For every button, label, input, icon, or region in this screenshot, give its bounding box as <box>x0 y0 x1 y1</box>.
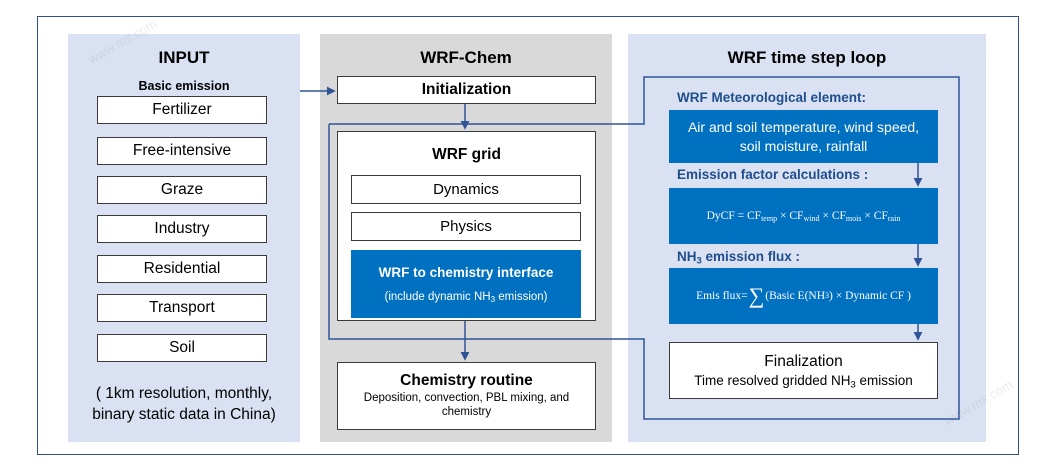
wrf-chem-title: WRF-Chem <box>420 48 512 67</box>
met-element-box: Air and soil temperature, wind speed, so… <box>669 110 938 163</box>
input-item-soil: Soil <box>97 334 267 362</box>
input-item-transport: Transport <box>97 294 267 322</box>
met-element-line1: Air and soil temperature, wind speed, <box>687 118 920 135</box>
met-element-header: WRF Meteorological element: <box>677 90 867 105</box>
chemistry-interface-box: WRF to chemistry interface (include dyna… <box>351 250 581 318</box>
chemistry-routine-box: Chemistry routine Deposition, convection… <box>337 362 596 430</box>
input-item-fertilizer: Fertilizer <box>97 96 267 124</box>
nh3-flux-header: NH3 emission flux : <box>677 249 801 267</box>
outer-frame <box>37 16 1019 455</box>
emission-factor-header: Emission factor calculations : <box>677 167 869 182</box>
basic-emission-label: Basic emission <box>138 79 230 93</box>
input-item-residential: Residential <box>97 255 267 283</box>
input-note: ( 1km resolution, monthly, binary static… <box>68 383 300 425</box>
input-item-free-intensive: Free-intensive <box>97 137 267 165</box>
dynamics-box: Dynamics <box>351 175 581 204</box>
input-item-graze: Graze <box>97 176 267 204</box>
initialization-box: Initialization <box>337 76 596 104</box>
met-element-line2: soil moisture, rainfall <box>739 137 868 154</box>
input-note-line1: ( 1km resolution, monthly, <box>95 385 273 402</box>
dycf-formula-box: DyCF = CFtemp × CFwind × CFmois × CFrain <box>669 188 938 244</box>
input-title: INPUT <box>158 48 210 67</box>
chemistry-interface-subtitle: (include dynamic NH3 emission) <box>384 291 548 304</box>
finalization-desc: Time resolved gridded NH3 emission <box>694 373 913 391</box>
finalization-title: Finalization <box>764 353 843 370</box>
chemistry-routine-desc-line1: Deposition, convection, PBL mixing, and <box>363 392 570 404</box>
chemistry-routine-title: Chemistry routine <box>400 372 533 389</box>
input-note-line2: binary static data in China) <box>92 406 276 423</box>
finalization-box: Finalization Time resolved gridded NH3 e… <box>669 342 938 399</box>
physics-box: Physics <box>351 212 581 241</box>
input-item-industry: Industry <box>97 215 267 243</box>
chemistry-interface-title: WRF to chemistry interface <box>378 265 554 280</box>
wrf-grid-title: WRF grid <box>432 146 501 163</box>
time-step-loop-title: WRF time step loop <box>727 48 887 67</box>
time-step-loop-line <box>328 76 960 420</box>
chemistry-routine-desc-line2: chemistry <box>441 406 492 418</box>
dycf-formula: DyCF = CFtemp × CFwind × CFmois × CFrain <box>706 210 901 223</box>
